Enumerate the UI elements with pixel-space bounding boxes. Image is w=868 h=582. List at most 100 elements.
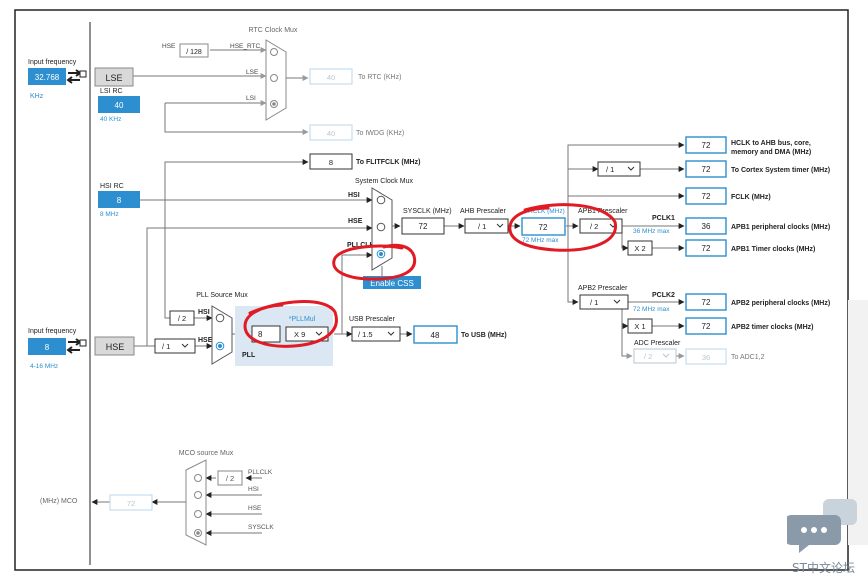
cortex-timer-divider-select[interactable] (597, 161, 641, 177)
apb2-timer-output-value: 72 (702, 322, 711, 331)
rtc-output-label: To RTC (KHz) (358, 74, 401, 81)
iwdg-output-value: 40 (327, 129, 335, 138)
pll-hse-divider-value: / 1 (162, 342, 170, 351)
pll-hsi-div2-label: / 2 (178, 314, 186, 323)
lse-arrows-icon (66, 69, 82, 84)
mco-radio-pllclk[interactable] (194, 474, 202, 482)
hclk-label: HCLK (MHz) (528, 208, 565, 215)
hse-block[interactable] (94, 336, 135, 356)
mco-output-value: 72 (127, 499, 135, 508)
usb-prescaler-value: / 1.5 (358, 330, 373, 339)
apb2-prescaler-value: / 1 (590, 298, 598, 307)
pll-mul-label: *PLLMul (289, 316, 316, 323)
hclk-ahb-output-label: HCLK to AHB bus, core, (731, 140, 811, 147)
sys-mux-radio-hsi[interactable] (376, 195, 386, 205)
sys-mux-pllclk-label: PLLCLK (347, 242, 375, 249)
ahb-prescaler-value: / 1 (478, 222, 486, 231)
rtc-hse-input-label: HSE (162, 43, 176, 50)
red-annotations (243, 203, 617, 348)
usb-output-label: To USB (MHz) (461, 332, 507, 339)
hclk-field[interactable] (521, 217, 566, 236)
sysclk-label: SYSCLK (MHz) (403, 208, 452, 215)
sysclk-box (401, 217, 445, 235)
adc-output-box (685, 348, 727, 365)
hclk-ahb-output-value: 72 (702, 141, 711, 150)
hse-range: 4-16 MHz (30, 363, 58, 370)
apb2-prescaler-select[interactable] (579, 294, 629, 310)
apb1-x2-label: X 2 (634, 244, 645, 253)
apb1-peripheral-output-value: 36 (702, 222, 711, 231)
apb1-prescaler-value: / 2 (590, 222, 598, 231)
pll-label: PLL (242, 352, 256, 359)
chat-bubble-icon[interactable] (787, 499, 863, 555)
lse-input-label: Input frequency (28, 59, 77, 66)
mco-source-mux-title: MCO source Mux (179, 450, 234, 457)
sys-mux-hse-label: HSE (348, 218, 363, 225)
fclk-output-label: FCLK (MHz) (731, 194, 771, 201)
apb2-chevron-down-icon (613, 299, 621, 304)
apb2-timer-output-label: APB2 timer clocks (MHz) (731, 324, 813, 331)
apb1-max-label: 36 MHz max (633, 228, 670, 235)
apb1-peripheral-output-box (685, 217, 727, 235)
apb1-peripheral-output-label: APB1 peripheral clocks (MHz) (731, 224, 830, 231)
apb1-prescaler-select[interactable] (579, 218, 623, 234)
adc-chevron-down-icon (662, 353, 670, 358)
adc-output-value: 36 (702, 353, 710, 362)
apb2-peripheral-output-value: 72 (702, 298, 711, 307)
rtc-output-value: 40 (327, 73, 335, 82)
mco-radio-sysclk-dot (196, 531, 200, 535)
sys-mux-radio-hse[interactable] (376, 222, 386, 232)
ahb-prescaler-select[interactable] (464, 218, 509, 234)
apb1-timer-output-label: APB1 Timer clocks (MHz) (731, 246, 815, 253)
adc-prescaler-select[interactable] (633, 348, 677, 364)
lse-frequency-value: 32.768 (35, 73, 60, 82)
apb1-timer-multiplier (627, 240, 653, 256)
adc-prescaler-label: ADC Prescaler (634, 340, 681, 347)
mco-sysclk-label: SYSCLK (248, 524, 274, 531)
pll-source-mux-title: PLL Source Mux (196, 292, 248, 299)
lse-node (79, 70, 87, 78)
output-boxes: 72 HCLK to AHB bus, core, memory and DMA… (685, 136, 830, 335)
pll-input-value: 8 (258, 330, 263, 339)
pll-chevron-down-icon (315, 331, 323, 336)
cortex-timer-output-label: To Cortex System timer (MHz) (731, 167, 830, 174)
mco-radio-hse[interactable] (194, 510, 202, 518)
iwdg-output-box (309, 124, 353, 141)
hclk-ahb-output-box (685, 136, 727, 154)
lsi-block (98, 96, 140, 113)
rtc-div128-box[interactable] (179, 43, 209, 58)
side-panel-edge (848, 300, 868, 545)
hclk-value: 72 (539, 223, 548, 232)
mco-label: (MHz) MCO (40, 498, 78, 505)
fclk-output-value: 72 (702, 192, 711, 201)
rtc-mux-radio-lse[interactable] (270, 74, 278, 82)
mco-radio-hsi[interactable] (194, 491, 202, 499)
sysclk-value: 72 (419, 222, 428, 231)
hse-arrows-icon (66, 338, 82, 354)
fclk-output-box (685, 187, 727, 205)
apb2-max-label: 72 MHz max (633, 306, 670, 313)
lse-frequency-field[interactable] (28, 68, 66, 85)
lsi-title: LSI RC (100, 88, 123, 95)
sys-mux-hsi-label: HSI (348, 192, 360, 199)
pll-mux-radio-hsi[interactable] (215, 313, 225, 323)
cortex-chevron-down-icon (627, 166, 635, 171)
lsi-unit: 40 KHz (100, 116, 121, 123)
rtc-mux-radio-hse[interactable] (270, 48, 278, 56)
lse-block[interactable] (94, 67, 134, 87)
hse-frequency-field[interactable] (28, 338, 66, 355)
pll-multiplier-value: X 9 (294, 330, 305, 339)
usb-prescaler-select[interactable] (351, 326, 401, 342)
diagram-frame (14, 9, 849, 571)
apb2-timer-multiplier (627, 318, 653, 334)
hse-block-label: HSE (106, 342, 125, 352)
flitf-output-box (309, 153, 353, 170)
flitf-output-label: To FLITFCLK (MHz) (356, 159, 420, 166)
apb2-peripheral-output-box (685, 293, 727, 311)
rtc-lse-label: LSE (246, 69, 259, 76)
sys-mux-radio-pllclk-dot (379, 252, 383, 256)
pll-hse-divider-select[interactable] (154, 338, 196, 354)
annotation-circle-hclk (508, 203, 617, 252)
hsi-block (98, 191, 140, 208)
adc-prescaler-value: / 2 (644, 352, 652, 361)
